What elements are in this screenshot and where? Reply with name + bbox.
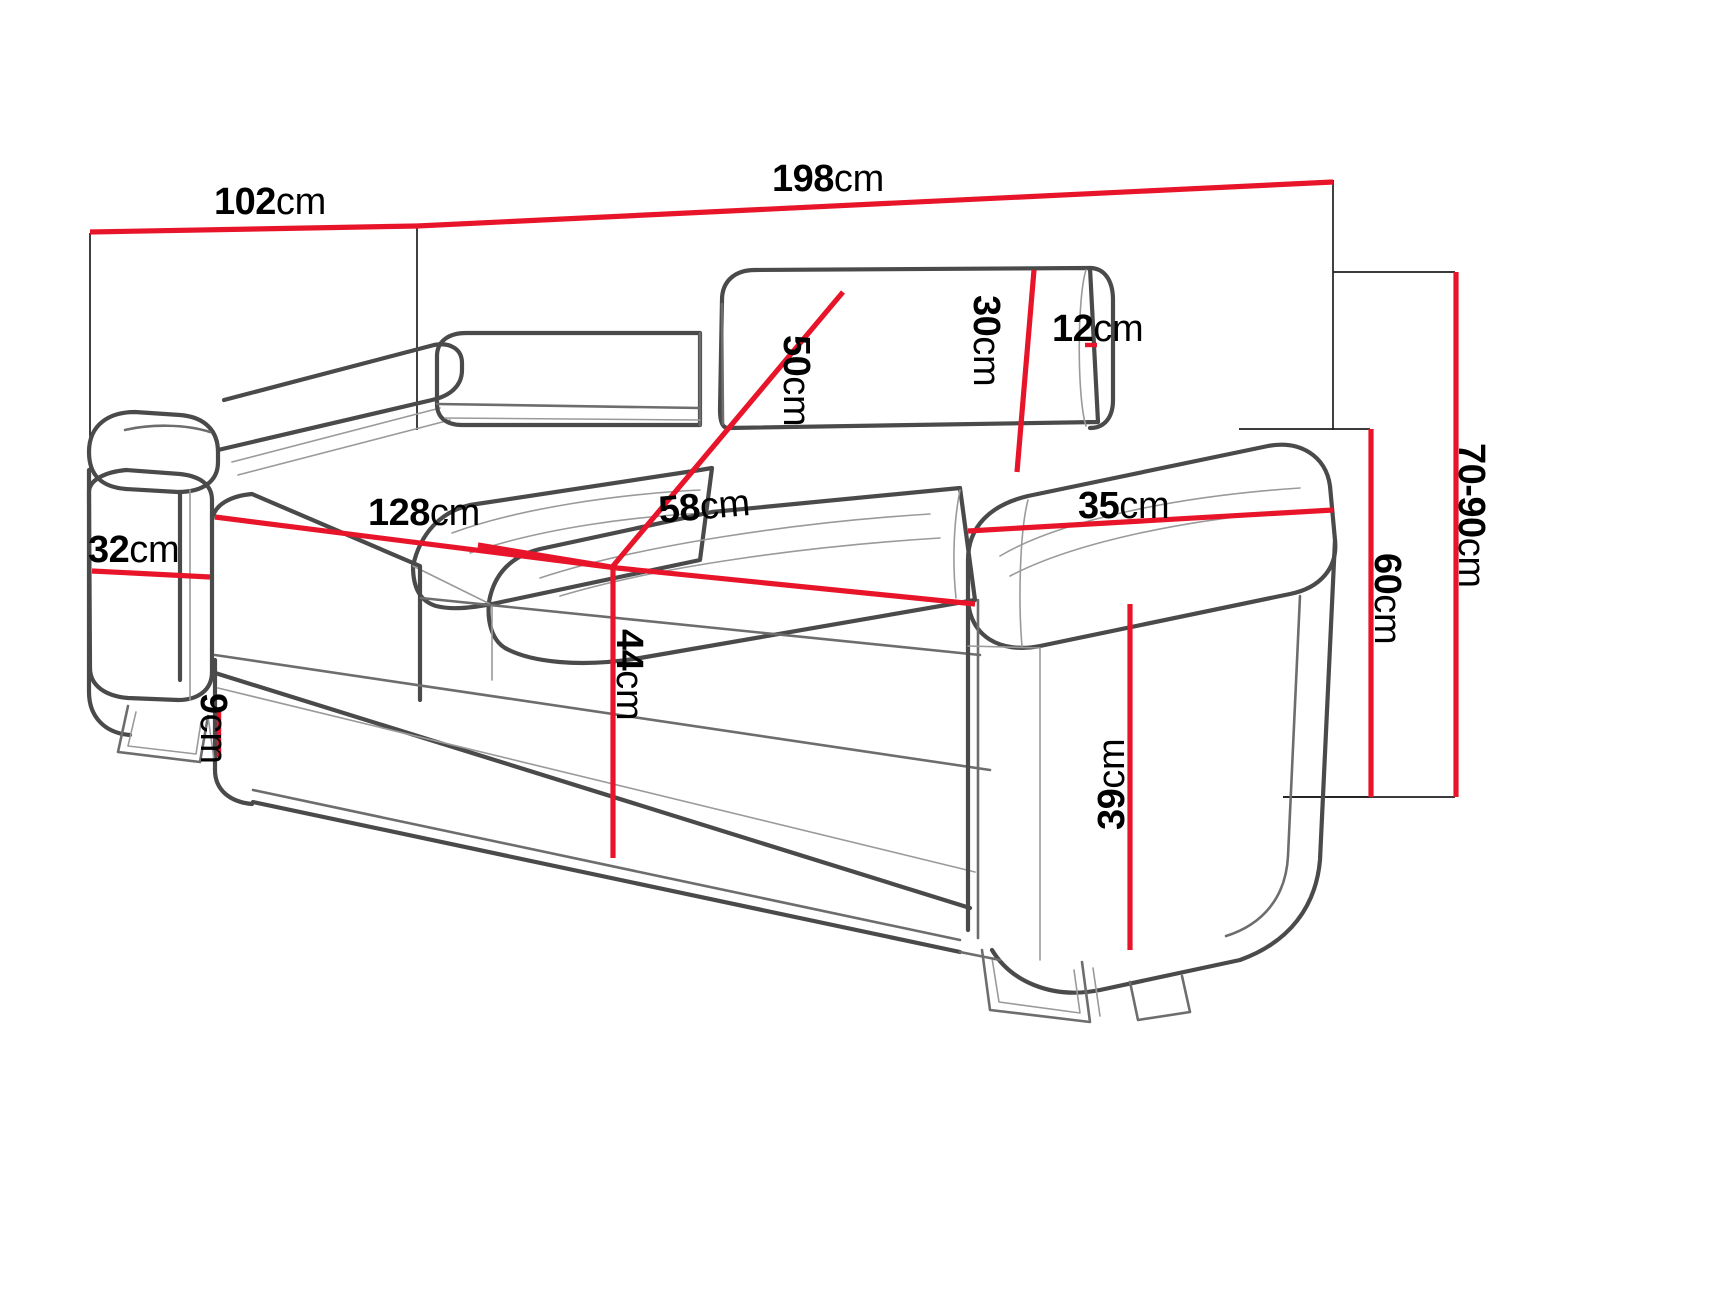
label-39cm: 39cm: [1091, 738, 1133, 830]
label-50cm-value: 50: [775, 335, 817, 377]
dimline-58: [616, 565, 976, 607]
label-30cm: 30cm: [965, 295, 1007, 387]
label-39cm-value: 39: [1091, 788, 1133, 830]
label-58cm-value: 58: [656, 486, 702, 532]
label-9cm-value: 9: [192, 693, 234, 714]
label-12cm-unit: cm: [1093, 308, 1144, 350]
projection-lines: [89, 180, 1455, 798]
label-9cm-unit: cm: [192, 713, 234, 764]
label-58cm: 58cm: [656, 482, 752, 532]
label-32cm-unit: cm: [129, 529, 180, 571]
label-58cm-unit: cm: [697, 482, 752, 529]
label-102cm-unit: cm: [275, 181, 326, 223]
label-12cm: 12cm: [1052, 308, 1144, 350]
dimline-102: [89, 223, 418, 235]
label-35cm: 35cm: [1078, 485, 1170, 527]
label-44cm: 44cm: [608, 629, 650, 721]
label-70-90cm-value: 70-90: [1450, 443, 1492, 538]
label-35cm-value: 35: [1078, 485, 1120, 527]
label-60cm-value: 60: [1366, 553, 1408, 595]
label-102cm: 102cm: [214, 183, 326, 221]
label-102cm-value: 102: [214, 181, 276, 223]
dimline-198: [416, 179, 1334, 229]
dimension-lines: [89, 179, 1459, 950]
label-70-90cm-unit: cm: [1450, 537, 1492, 588]
dimline-32: [91, 568, 211, 580]
dimline-30: [1014, 269, 1037, 473]
label-44cm-value: 44: [608, 629, 650, 671]
label-128cm: 128cm: [368, 494, 480, 532]
label-60cm: 60cm: [1366, 553, 1408, 645]
label-30cm-value: 30: [965, 295, 1007, 337]
label-70-90cm: 70-90cm: [1450, 443, 1492, 588]
dimline-35: [967, 507, 1334, 534]
label-50cm-unit: cm: [775, 376, 817, 427]
dimline-50: [611, 290, 845, 568]
label-44cm-unit: cm: [608, 670, 650, 721]
label-32cm: 32cm: [88, 529, 180, 571]
label-50cm: 50cm: [775, 335, 817, 427]
label-198cm-value: 198: [772, 158, 834, 200]
label-198cm: 198cm: [772, 160, 884, 198]
label-128cm-value: 128: [368, 492, 430, 534]
label-198cm-unit: cm: [833, 158, 884, 200]
label-30cm-unit: cm: [965, 336, 1007, 387]
label-9cm: 9cm: [192, 693, 234, 764]
label-32cm-value: 32: [88, 529, 130, 571]
dimline-58b: [477, 542, 618, 571]
label-60cm-unit: cm: [1366, 594, 1408, 645]
label-35cm-unit: cm: [1119, 485, 1170, 527]
label-12cm-value: 12: [1052, 308, 1094, 350]
label-39cm-unit: cm: [1091, 738, 1133, 789]
sofa-body-outline: [86, 265, 1338, 1024]
label-128cm-unit: cm: [429, 492, 480, 534]
